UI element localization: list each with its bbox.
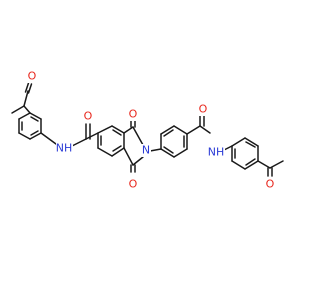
atom-nh: NH: [56, 142, 73, 155]
bond: [160, 148, 175, 158]
chemical-structure-diagram: O NH O O N O O NH O: [11, 70, 284, 191]
bond: [71, 138, 87, 147]
atom-oxygen: O: [266, 178, 275, 191]
bond: [30, 130, 39, 136]
bond: [29, 112, 42, 120]
bond: [23, 105, 31, 114]
bond: [11, 105, 25, 114]
atom-nitrogen: N: [142, 144, 150, 157]
bond: [245, 141, 256, 148]
bond: [97, 147, 113, 157]
bond: [257, 160, 271, 169]
atom-oxygen: O: [129, 178, 138, 191]
bond-layer: [11, 82, 284, 177]
bond: [269, 160, 284, 169]
bond: [27, 83, 33, 94]
atom-label-layer: O NH O O N O O NH O: [27, 70, 275, 191]
bond: [23, 90, 29, 107]
bond: [245, 158, 256, 166]
atom-oxygen: O: [28, 70, 37, 83]
bond: [163, 146, 174, 154]
bond: [30, 116, 39, 122]
bond: [132, 126, 144, 146]
bond: [231, 137, 246, 147]
bond: [149, 148, 162, 152]
atom-oxygen: O: [84, 110, 93, 123]
bond: [123, 147, 134, 166]
bond: [85, 132, 99, 140]
atom-oxygen: O: [199, 103, 208, 116]
bond: [160, 125, 175, 135]
bond: [18, 132, 31, 140]
bond: [163, 129, 174, 137]
bond: [244, 160, 259, 170]
atom-nh: NH: [208, 146, 225, 159]
bond: [173, 125, 188, 135]
bond: [40, 132, 57, 145]
bond: [132, 156, 144, 166]
atom-oxygen: O: [129, 108, 138, 121]
bond: [24, 82, 30, 93]
bond: [199, 125, 211, 134]
bond: [111, 147, 125, 157]
bond: [123, 126, 134, 134]
bond: [97, 125, 113, 134]
bond: [112, 145, 122, 152]
bond: [18, 112, 31, 120]
bond: [244, 137, 259, 147]
bond: [173, 148, 188, 158]
bond: [29, 132, 42, 140]
bond: [231, 160, 246, 170]
bond: [186, 125, 201, 135]
bond: [111, 125, 125, 134]
bond: [112, 129, 122, 136]
